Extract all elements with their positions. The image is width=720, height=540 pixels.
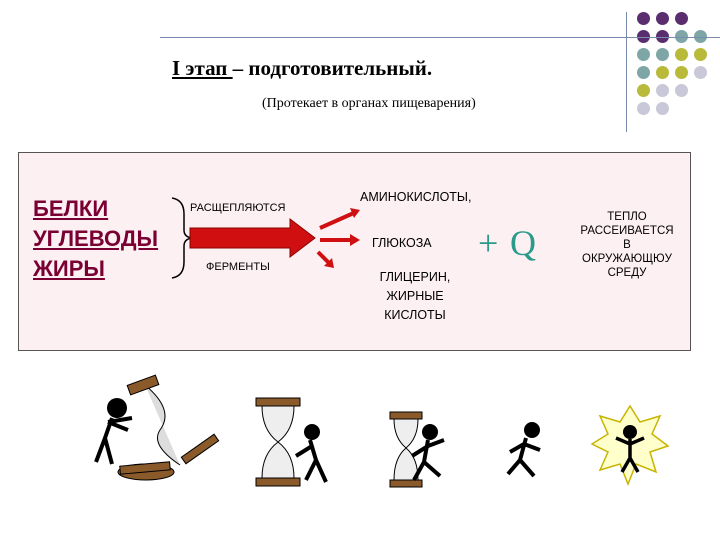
energy-q: Q	[510, 223, 536, 263]
process-panel	[18, 152, 691, 351]
slide-title: I этап – подготовительный.	[172, 56, 432, 81]
product-glycerol-1: ГЛИЦЕРИН,	[379, 270, 451, 284]
heat-line: ТЕПЛО	[607, 211, 647, 223]
decor-dot	[694, 30, 707, 43]
heat-line: ОКРУЖАЮЩЮУ	[582, 253, 672, 265]
product-glucose: ГЛЮКОЗА	[372, 236, 432, 250]
decor-dot	[694, 66, 707, 79]
hourglass-runner-icon	[389, 411, 445, 488]
decor-dot	[637, 30, 650, 43]
decor-dot	[656, 12, 669, 25]
decor-dot	[694, 48, 707, 61]
slide-subtitle: (Протекает в органах пищеварения)	[262, 96, 476, 111]
product-glycerol-3: КИСЛОТЫ	[384, 308, 446, 322]
product-glycerol-2: ЖИРНЫЕ	[386, 289, 444, 303]
burst-figure-icon	[590, 404, 670, 487]
heat-line: РАССЕИВАЕТСЯ	[580, 225, 674, 237]
energy-plus: +	[478, 223, 499, 263]
heat-line: В	[623, 239, 631, 251]
title-rest: – подготовительный.	[232, 56, 433, 80]
decor-dot	[656, 102, 669, 115]
decor-dot	[637, 48, 650, 61]
decor-dot	[675, 84, 688, 97]
decor-dot	[675, 12, 688, 25]
decor-vertical-rule	[626, 12, 627, 132]
decor-dot	[675, 48, 688, 61]
heat-line: СРЕДУ	[607, 267, 647, 279]
input-carbohydrates: УГЛЕВОДЫ	[33, 226, 159, 251]
decor-dot	[656, 66, 669, 79]
decor-dot	[675, 30, 688, 43]
input-brace	[171, 197, 193, 279]
arrow-top-label: РАСЩЕПЛЯЮТСЯ	[190, 202, 286, 214]
hourglass-figure-icon	[255, 397, 328, 487]
decor-dot	[656, 48, 669, 61]
running-figure-icon	[506, 422, 541, 478]
heat-text: ТЕПЛО РАССЕИВАЕТСЯ В ОКРУЖАЮЩЮУ СРЕДУ	[566, 210, 688, 280]
decor-dot	[656, 30, 669, 43]
decor-dot	[675, 66, 688, 79]
title-stage: I этап	[172, 56, 233, 80]
input-fats: ЖИРЫ	[33, 256, 105, 281]
decor-horizontal-rule	[160, 37, 720, 38]
product-amino-acids: АМИНОКИСЛОТЫ,	[360, 190, 472, 204]
decor-dot	[637, 84, 650, 97]
decor-dot	[637, 102, 650, 115]
stick-figure-hourglass-icon	[94, 374, 220, 481]
arrow-to-glucose-icon	[320, 234, 360, 246]
decor-dot	[637, 12, 650, 25]
arrow-to-amino-icon	[319, 208, 360, 230]
decor-dot	[656, 84, 669, 97]
arrow-bottom-label: ФЕРМЕНТЫ	[206, 261, 270, 273]
input-proteins: БЕЛКИ	[33, 196, 109, 221]
arrow-to-glycerol-icon	[316, 250, 334, 268]
decor-dot	[637, 66, 650, 79]
clipart-row	[94, 374, 670, 488]
main-arrow-icon	[189, 217, 316, 259]
